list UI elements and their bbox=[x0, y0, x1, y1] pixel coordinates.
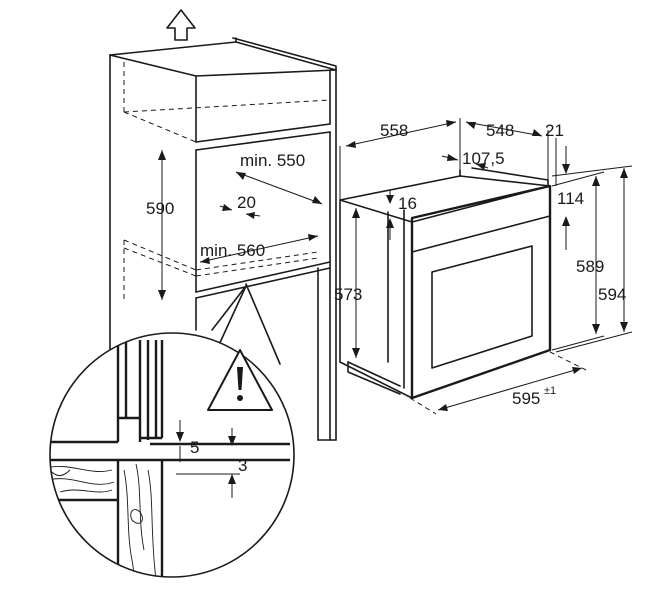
dim-594-label: 594 bbox=[598, 285, 626, 304]
dimension-595: 595 ±1 bbox=[409, 351, 587, 415]
dim-590-label: 590 bbox=[146, 199, 174, 218]
dimension-107-5: 107,5 bbox=[441, 149, 505, 170]
dimension-589: 589 bbox=[551, 171, 604, 351]
dimension-573: 573 bbox=[334, 208, 362, 358]
dimension-20: 20 bbox=[219, 193, 261, 219]
dim-573-label: 573 bbox=[334, 285, 362, 304]
dim-114-label: 114 bbox=[557, 189, 584, 208]
dim-min-550-label: min. 550 bbox=[240, 151, 305, 170]
dimension-114: 114 bbox=[557, 146, 584, 250]
dim-558-label: 558 bbox=[380, 121, 408, 140]
dimension-548: 548 bbox=[465, 121, 549, 186]
dim-3-label: 3 bbox=[238, 456, 247, 475]
dimension-558: 558 bbox=[339, 118, 461, 200]
dimension-590: 590 bbox=[146, 150, 174, 300]
dimension-5: 5 bbox=[176, 420, 200, 462]
dim-min-560-label: min. 560 bbox=[200, 241, 265, 260]
cabinet-outline bbox=[109, 37, 337, 441]
dim-589-label: 589 bbox=[576, 257, 604, 276]
dimension-min-560: min. 560 bbox=[199, 234, 319, 264]
dim-595-tolerance: ±1 bbox=[544, 385, 556, 397]
dim-21-label: 21 bbox=[545, 121, 564, 140]
dim-20-label: 20 bbox=[237, 193, 256, 212]
dimension-3: 3 bbox=[176, 428, 247, 498]
ventilation-up-arrow-icon bbox=[166, 9, 196, 41]
dim-5-label: 5 bbox=[190, 438, 199, 457]
dim-16-label: 16 bbox=[398, 194, 417, 213]
dim-548-label: 548 bbox=[486, 121, 514, 140]
detail-magnifier: 5 3 bbox=[49, 332, 295, 578]
dimension-21: 21 bbox=[545, 121, 564, 186]
dim-595-label: 595 bbox=[512, 389, 540, 408]
dimension-min-550: min. 550 bbox=[235, 151, 323, 205]
oven-outline bbox=[339, 167, 552, 400]
dimension-16: 16 bbox=[386, 190, 417, 240]
warning-triangle-icon bbox=[207, 349, 273, 411]
dim-107-5-label: 107,5 bbox=[462, 149, 505, 168]
dimension-594: 594 bbox=[551, 165, 633, 353]
